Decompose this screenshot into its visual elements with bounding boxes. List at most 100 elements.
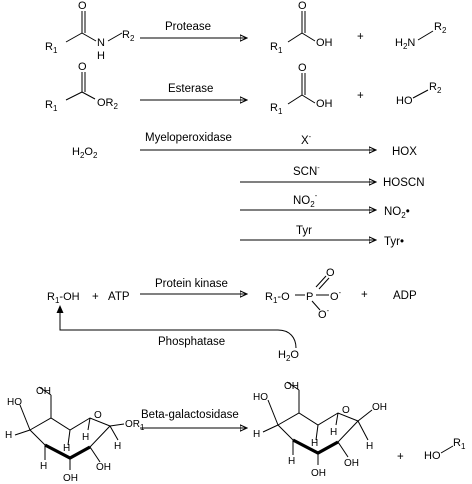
- svg-text:R1: R1: [270, 41, 283, 55]
- galactose-h-c3: H: [288, 456, 295, 467]
- amine-h: H: [395, 37, 403, 49]
- galactoside-structure: OH HO O H H H OH H OH H OR1: [5, 386, 145, 484]
- alcohol-r1-r: R: [453, 437, 461, 449]
- mpo-reagent-0-sup: -: [309, 132, 312, 141]
- alcohol-r2-r: R: [429, 81, 437, 93]
- galactose-ring-o: O: [342, 405, 350, 416]
- mpo-substrate-h: H: [72, 146, 80, 158]
- galactoside-or: OR: [125, 419, 140, 430]
- mpo-product-3-radical: •: [400, 236, 404, 248]
- mpo-reagent-2-sub: 2: [310, 200, 315, 209]
- galactose-h-c1: H: [366, 441, 373, 452]
- amine-r2-sub: 2: [442, 26, 447, 35]
- kinase-plus-2: +: [361, 289, 368, 301]
- mpo-reagent-1: SCN: [293, 166, 317, 178]
- galactoside-h-c2: H: [82, 432, 89, 443]
- mpo-substrate-o-sub: 2: [93, 151, 98, 160]
- svg-text:Tyr•: Tyr•: [384, 236, 404, 248]
- galactoside-oh-c6: OH: [36, 386, 51, 397]
- kinase-product-o-right-sup: -: [339, 288, 342, 297]
- galactoside-ring-o: O: [94, 410, 102, 421]
- svg-text:O-: O-: [318, 306, 330, 321]
- svg-text:R1-O: R1-O: [265, 291, 290, 305]
- phosphatase-label: Phosphatase: [158, 336, 225, 348]
- esterase-enzyme-label: Esterase: [168, 83, 213, 95]
- ester-structure: O R1 OR2: [45, 61, 119, 113]
- mpo-reagent-1-sup: -: [317, 163, 320, 172]
- galactose-oh-c3: OH: [311, 468, 326, 479]
- mpo-product-3: Tyr: [384, 236, 400, 248]
- galactoside-h-c1: H: [114, 441, 121, 452]
- phosphatase-arrow: [59, 313, 297, 349]
- svg-text:R2: R2: [429, 81, 442, 95]
- svg-text:R2: R2: [122, 29, 135, 43]
- alcohol-r2-structure: HO R2: [396, 81, 442, 107]
- phosphate-ester-structure: R1-O P O O- O-: [265, 267, 342, 321]
- protease-acid-structure: O R1 OH: [270, 0, 333, 55]
- ester-or2: OR: [97, 97, 114, 109]
- svg-text:R2: R2: [434, 21, 447, 35]
- kinase-substrate-r: R: [47, 291, 55, 303]
- svg-text:R1: R1: [453, 437, 466, 451]
- alcohol-r1-structure: HO R1: [424, 437, 466, 462]
- galactosidase-plus: +: [397, 451, 404, 463]
- protease-acid-oh: OH: [316, 37, 333, 49]
- amide-r2-sub: 2: [130, 34, 135, 43]
- galactose-h-c2: H: [330, 427, 337, 438]
- galactose-h-c4: H: [253, 429, 260, 440]
- galactoside-h-c5: H: [63, 443, 70, 454]
- amide-hydrogen: H: [97, 50, 105, 62]
- kinase-product-r-sub: 1: [273, 296, 278, 305]
- svg-text:R1-OH: R1-OH: [47, 291, 80, 305]
- mpo-product-0: HOX: [392, 146, 417, 158]
- mpo-reagent-3: Tyr: [296, 225, 312, 237]
- galactoside-oh-c2: OH: [63, 473, 78, 484]
- alcohol-r1-sub: 1: [461, 442, 466, 451]
- mpo-product-2-radical: •: [406, 206, 410, 218]
- esterase-plus: +: [357, 90, 364, 102]
- kinase-plus-1: +: [92, 291, 99, 303]
- mpo-substrate-o: O: [84, 146, 93, 158]
- esterase-acid-oxygen: O: [298, 62, 307, 74]
- protease-acid-r1: R: [270, 41, 278, 53]
- amine-structure: H2N R2: [395, 21, 447, 51]
- esterase-acid-r1-sub: 1: [278, 107, 283, 116]
- galactose-oh-c2: OH: [344, 458, 359, 469]
- kinase-product-o-top: O: [326, 267, 335, 279]
- kinase-substrate-oh: -OH: [59, 291, 79, 303]
- esterase-acid-oh: OH: [316, 98, 333, 110]
- protease-reaction: O R1 N H R2 Protease O R1 OH + H2N R2: [45, 0, 447, 62]
- galactose-oh-c6: OH: [284, 381, 299, 392]
- esterase-reaction: O R1 OR2 Esterase O R 1 OH + HO R2: [45, 61, 442, 116]
- galactoside-h-c4: H: [5, 430, 12, 441]
- amide-r1: R: [45, 41, 53, 53]
- svg-text:O-: O-: [330, 288, 342, 303]
- amine-h-sub: 2: [403, 42, 408, 51]
- galactoside-h-c3: H: [40, 461, 47, 472]
- amide-structure: O R1 N H R2: [45, 0, 135, 62]
- kinase-product-o-right: O: [330, 291, 339, 303]
- mpo-product-1: HOSCN: [383, 177, 425, 189]
- galactoside-oh-c2b: OH: [96, 462, 111, 473]
- kinase-product-o-bottom: O: [318, 309, 327, 321]
- kinase-adp: ADP: [393, 290, 417, 302]
- amine-n: N: [407, 37, 415, 49]
- kinase-reaction: R1-OH + ATP Protein kinase R1-O P O O- O…: [47, 267, 417, 363]
- kinase-enzyme-label: Protein kinase: [155, 278, 228, 290]
- protease-enzyme-label: Protease: [165, 21, 211, 33]
- svg-text:H2N: H2N: [395, 37, 415, 51]
- mpo-reagent-2: NO: [293, 195, 310, 207]
- mpo-substrate-h-sub: 2: [80, 151, 85, 160]
- amide-nitrogen: N: [97, 37, 105, 49]
- kinase-product-o: -O: [277, 291, 290, 303]
- galactose-h-c5: H: [311, 438, 318, 449]
- amide-oxygen: O: [78, 0, 87, 12]
- svg-text:SCN-: SCN-: [293, 163, 320, 178]
- amine-r2: R: [434, 21, 442, 33]
- mpo-reagent-2-sup: -: [315, 191, 318, 200]
- phosphatase-water-h: H: [278, 349, 286, 361]
- svg-text:H2O: H2O: [278, 349, 299, 363]
- alcohol-r2-ho: HO: [396, 95, 413, 107]
- kinase-substrate-r-sub: 1: [55, 296, 60, 305]
